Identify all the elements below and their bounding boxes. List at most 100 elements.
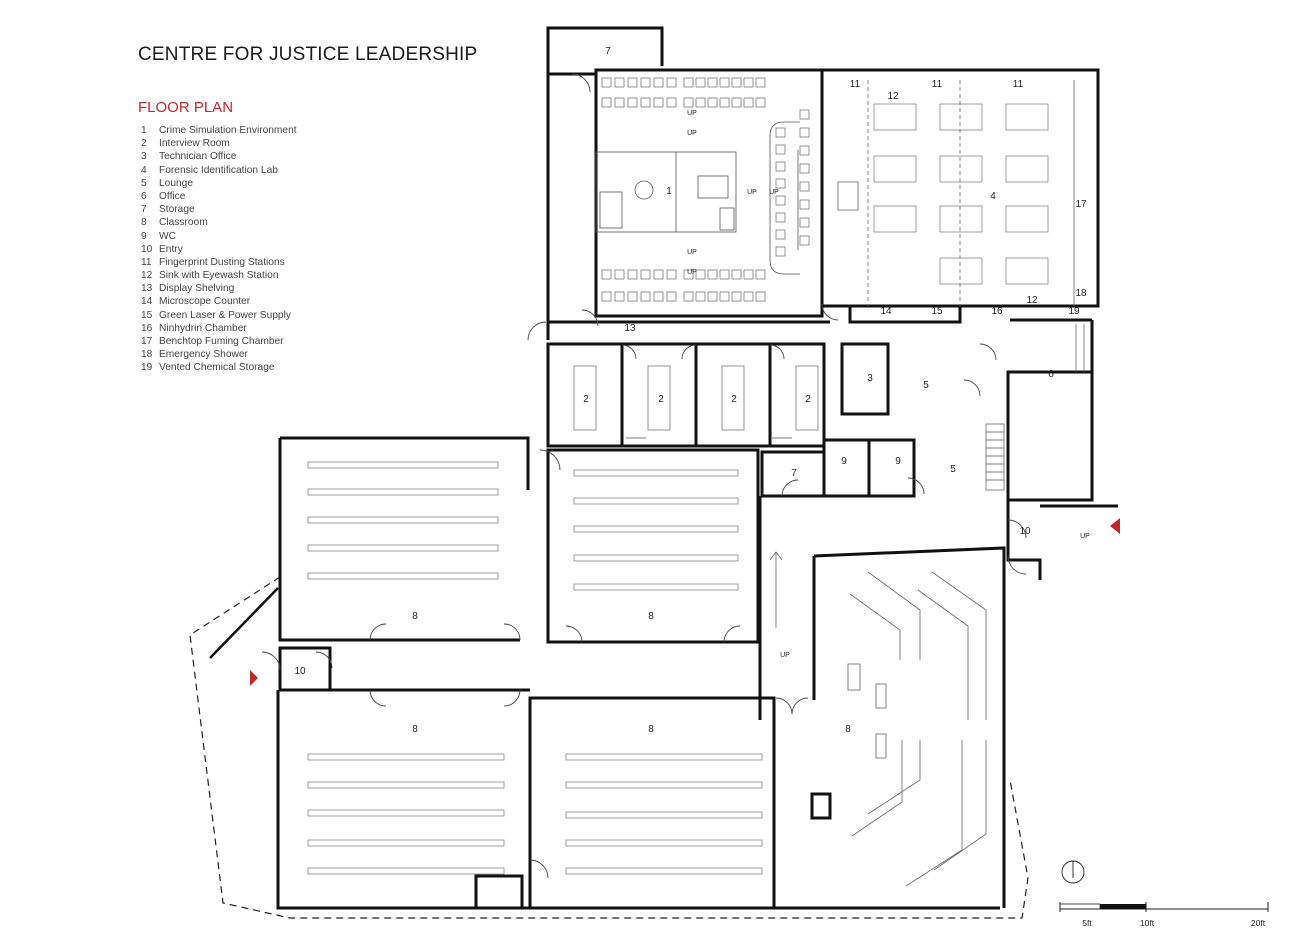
seat <box>743 269 754 280</box>
seat <box>707 269 718 280</box>
seat <box>775 144 786 155</box>
scale-label: 20ft <box>1251 918 1266 928</box>
legend-label: Interview Room <box>159 138 230 150</box>
desk-row <box>573 583 739 591</box>
room-label: 5 <box>923 380 929 391</box>
desk-row <box>307 839 505 847</box>
legend-num: 17 <box>141 336 153 347</box>
room-label: 6 <box>1048 369 1054 380</box>
desk-row <box>307 781 505 789</box>
seat <box>743 291 754 302</box>
seat <box>640 97 651 108</box>
desk-row <box>573 525 739 533</box>
classroom-desks <box>307 461 763 875</box>
legend-item: 9 WC <box>138 230 297 243</box>
seat <box>695 77 706 88</box>
seat <box>640 77 651 88</box>
seat <box>775 161 786 172</box>
desk-row <box>565 753 763 761</box>
room-label: 19 <box>1068 306 1080 317</box>
stair-label: UP <box>687 249 697 256</box>
interview-table <box>721 365 745 431</box>
legend-label: Vented Chemical Storage <box>159 362 275 374</box>
legend-num: 5 <box>141 177 147 189</box>
seat <box>653 97 664 108</box>
lab-table <box>873 205 917 233</box>
seat <box>731 269 742 280</box>
simulation-room-interior <box>595 121 800 275</box>
seat <box>707 291 718 302</box>
seat <box>683 77 694 88</box>
seat <box>707 97 718 108</box>
seat <box>719 77 730 88</box>
walls <box>276 26 1118 910</box>
seat <box>627 77 638 88</box>
seat <box>719 97 730 108</box>
seat <box>683 269 694 280</box>
room-label: 9 <box>841 456 847 467</box>
lab-table <box>873 103 917 131</box>
interview-table <box>573 365 597 431</box>
lab-table <box>939 205 983 233</box>
legend-num: 9 <box>141 230 147 242</box>
legend-label: Technician Office <box>159 151 237 163</box>
legend-label: Entry <box>159 243 183 255</box>
desk-row <box>307 867 505 875</box>
seat <box>775 229 786 240</box>
legend-label: Crime Simulation Environment <box>159 125 297 136</box>
seat <box>653 269 664 280</box>
legend-num: 11 <box>141 256 152 268</box>
legend-num: 10 <box>141 243 153 255</box>
legend-label: WC <box>159 230 176 242</box>
room-label: 8 <box>845 724 851 735</box>
desk-row <box>307 488 499 496</box>
desk-row <box>573 469 739 477</box>
desk-row <box>307 572 499 580</box>
seat <box>799 163 810 174</box>
legend-num: 19 <box>141 362 153 374</box>
legend-label: Microscope Counter <box>159 296 251 308</box>
desk-row <box>565 781 763 789</box>
desk-row <box>307 809 505 817</box>
lab-interior <box>837 80 1075 306</box>
seat <box>775 127 786 138</box>
room-label: 2 <box>731 394 737 405</box>
seat <box>653 291 664 302</box>
seat <box>799 145 810 156</box>
room-labels: 7 1 4 13 11 11 11 12 12 14 15 16 17 18 1… <box>294 46 1087 735</box>
scale-label: 5ft <box>1082 918 1092 928</box>
room-label: 8 <box>412 611 418 622</box>
seat <box>799 235 810 246</box>
room-label: 17 <box>1075 199 1087 210</box>
stair-label: UP <box>1080 533 1090 540</box>
entry-arrow-icon <box>250 670 258 686</box>
seat <box>799 109 810 120</box>
desk-row <box>573 554 739 562</box>
seat <box>614 77 625 88</box>
room-label: 9 <box>895 456 901 467</box>
legend-label: Fingerprint Dusting Stations <box>159 256 285 268</box>
seat <box>666 77 677 88</box>
legend-num: 1 <box>141 125 147 136</box>
desk-row <box>565 839 763 847</box>
room-label: 8 <box>412 724 418 735</box>
seat <box>743 77 754 88</box>
seat <box>614 269 625 280</box>
desk-row <box>565 811 763 819</box>
seat <box>683 97 694 108</box>
seat <box>695 291 706 302</box>
page-title: CENTRE FOR JUSTICE LEADERSHIP <box>138 44 478 65</box>
ramp-line <box>209 587 279 659</box>
room-label: 8 <box>648 611 654 622</box>
room-label: 18 <box>1075 288 1087 299</box>
room-label: 12 <box>887 91 899 102</box>
